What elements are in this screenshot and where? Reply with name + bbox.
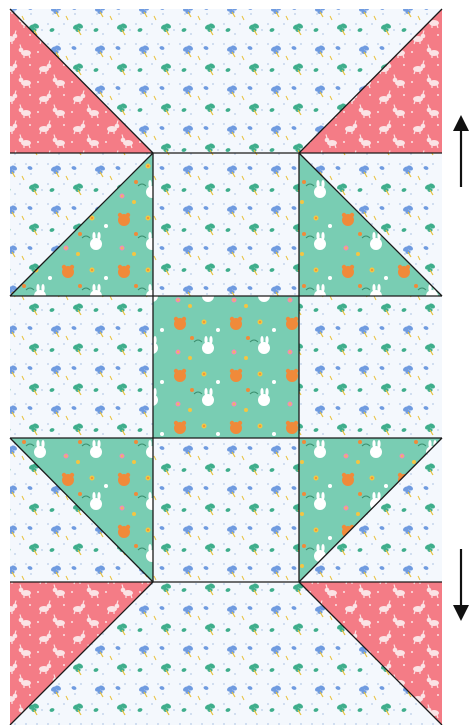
arrow-up-icon — [450, 115, 472, 189]
arrow-down-icon — [450, 547, 472, 621]
center-square — [153, 296, 299, 438]
